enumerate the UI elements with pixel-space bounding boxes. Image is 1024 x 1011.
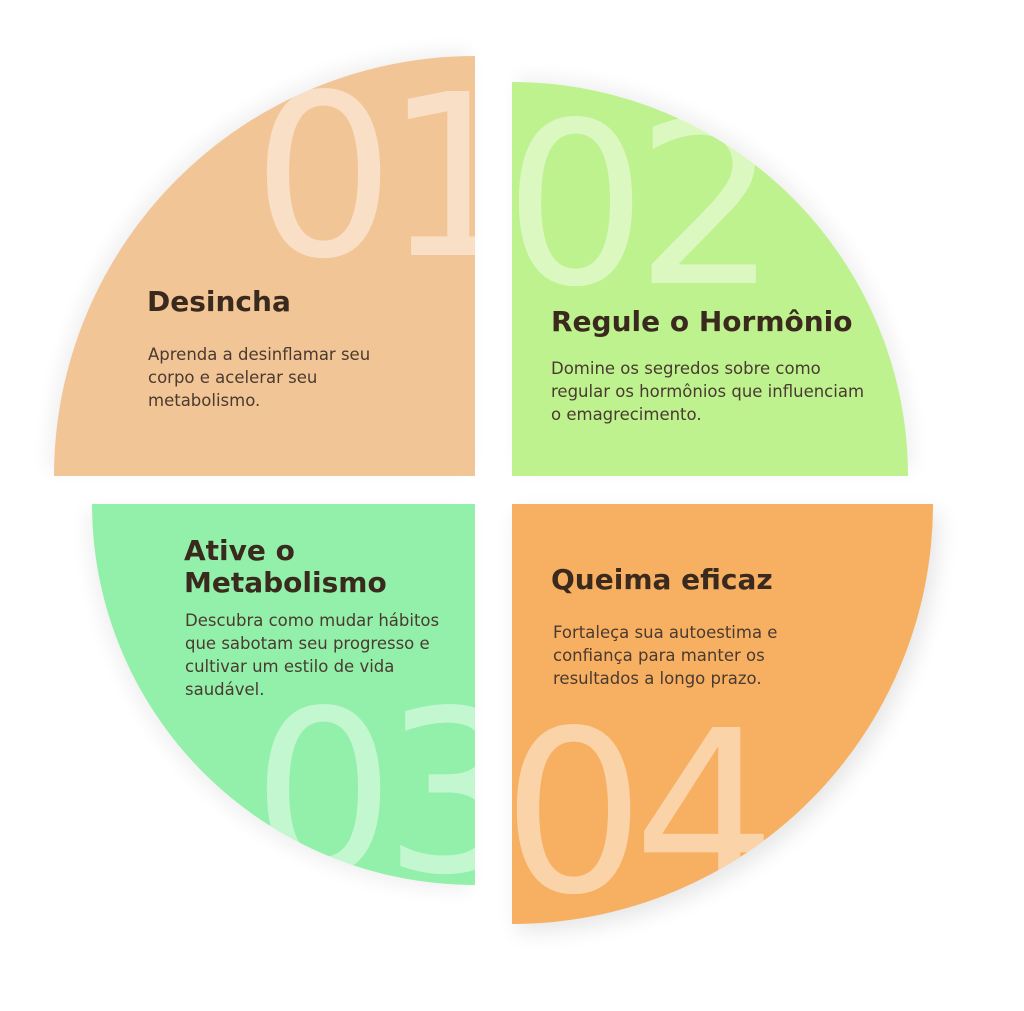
title-ative-metabolismo: Ative o Metabolismo (184, 534, 387, 600)
title-regule-hormonio: Regule o Hormônio (551, 305, 853, 338)
description-ative-metabolismo: Descubra como mudar hábitos que sabotam … (185, 611, 440, 699)
quadrant-01: 01 (54, 56, 475, 476)
description-desincha: Aprenda a desinflamar seu corpo e aceler… (148, 345, 371, 410)
title-line-1: Ative o (184, 534, 295, 567)
title-line-2: Metabolismo (184, 566, 387, 600)
step-number-01: 01 (252, 56, 475, 309)
title-queima-eficaz: Queima eficaz (551, 563, 773, 596)
step-number-04: 04 (512, 683, 776, 925)
step-number-02: 02 (512, 82, 778, 337)
title-desincha: Desincha (147, 285, 291, 318)
description-regule-hormonio: Domine os segredos sobre como regular os… (551, 359, 865, 424)
step-number-03: 03 (252, 663, 475, 886)
description-queima-eficaz: Fortaleça sua autoestima e confiança par… (553, 623, 778, 688)
